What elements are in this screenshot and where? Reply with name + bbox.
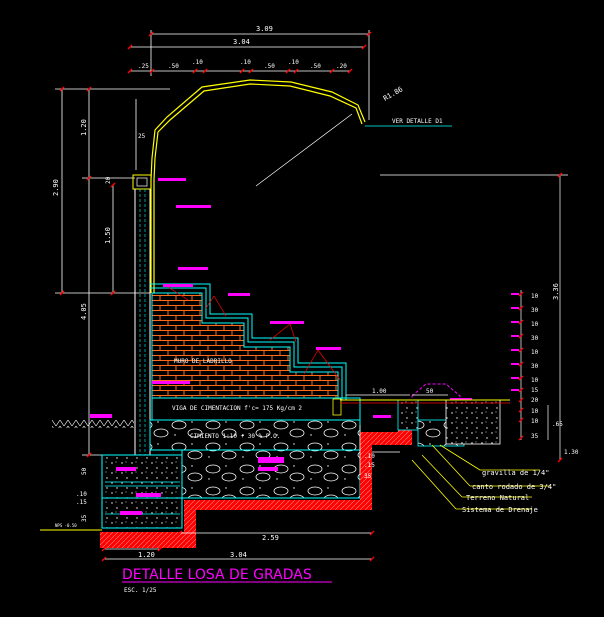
left-ground — [52, 420, 134, 428]
beam-label: VIGA DE CIMENTACION f'c= 175 Kg/cm 2 — [172, 405, 302, 412]
ladder-tags — [511, 293, 519, 391]
legend-leaders — [411, 444, 550, 510]
dim-065-text: .65 — [552, 421, 563, 428]
right-ladder-lines — [380, 174, 568, 460]
legend-gravel: gravilla de 1/4" — [482, 469, 549, 477]
seg-label-3: .10 — [240, 59, 251, 66]
dim-309-text: 3.09 — [256, 25, 273, 33]
left-dim-lines — [55, 88, 170, 456]
ladder-4: 10 — [531, 349, 539, 356]
ladder-6: 10 — [531, 377, 539, 384]
mid-dim-2: 35 — [364, 473, 372, 480]
seg-label-5: .10 — [288, 59, 299, 66]
left-level-text: NPS -0.50 — [55, 523, 77, 528]
bottom-dim-ticks — [101, 530, 375, 562]
dim-25-text: 25 — [138, 133, 146, 140]
footing-label: CIMIENTO 1:10 + 30 % P.O. — [190, 433, 280, 440]
dim-120-text: 1.20 — [80, 119, 88, 136]
ladder-3: 30 — [531, 335, 539, 342]
seg-label-2: .10 — [192, 59, 203, 66]
drain-pit — [445, 399, 501, 445]
ladder-10: 10 — [531, 418, 539, 425]
step-outline — [150, 287, 343, 400]
scale-label: ESC. 1/25 — [124, 587, 157, 594]
dim-20-text: 20 — [105, 176, 112, 184]
footing-cyclopean — [149, 419, 361, 451]
dim-35-left-text: 35 — [81, 514, 88, 522]
radius-line — [255, 113, 353, 187]
mid-dim-0: .10 — [364, 453, 375, 460]
foundation-pad — [101, 454, 183, 499]
arch-frame — [150, 79, 366, 181]
top-segment-labels: .25 .50 .10 .10 .50 .10 .50 .20 — [138, 59, 347, 70]
seg-label-6: .50 — [310, 63, 321, 70]
legend-drain: Sistema de Drenaje — [462, 506, 538, 514]
seg-label-4: .50 — [264, 63, 275, 70]
drain-gravel-block — [397, 399, 419, 431]
bottom-dim-lines — [104, 532, 372, 560]
top-dim-ticks — [127, 31, 372, 74]
dim-015-left-text: .15 — [76, 499, 87, 506]
dim-405-text: 4.05 — [80, 303, 88, 320]
ladder-5: 30 — [531, 363, 539, 370]
dim-304-bottom-text: 3.04 — [230, 551, 247, 559]
dim-50-right-text: 50 — [426, 388, 434, 395]
wall-label: MURO DE LADRILLO — [174, 358, 232, 365]
ladder-0: 10 — [531, 293, 539, 300]
ladder-2: 10 — [531, 321, 539, 328]
legend-ground: Terreno Natural — [466, 494, 529, 502]
dim-290-text: 2.90 — [52, 179, 60, 196]
seg-label-7: .20 — [336, 63, 347, 70]
ladder-1: 30 — [531, 307, 539, 314]
red-foundation-outline — [100, 430, 412, 548]
detail-ref-text: VER DETALLE D1 — [392, 118, 443, 125]
dim-150-text: 1.50 — [104, 227, 112, 244]
dim-100-right-text: 1.00 — [372, 388, 387, 395]
mid-dim-1: .15 — [364, 462, 375, 469]
dim-120-bottom-text: 1.20 — [138, 551, 155, 559]
beam-rebar — [332, 398, 342, 416]
column — [132, 174, 155, 455]
radius-label: R1.86 — [382, 85, 404, 102]
right-ladder-labels: 10 30 10 30 10 30 10 15 20 10 10 35 — [531, 293, 539, 440]
dim-130-text: 1.30 — [564, 449, 579, 456]
dim-304-text: 3.04 — [233, 38, 250, 46]
dim-50-left-text: 50 — [81, 467, 88, 475]
dim-010-left-text: .10 — [76, 491, 87, 498]
mid-dim-stack: .10 .15 35 — [364, 453, 375, 480]
seg-label-1: .50 — [168, 63, 179, 70]
drawing-title: DETALLE LOSA DE GRADAS — [122, 567, 312, 583]
top-dimensions — [130, 30, 370, 120]
dim-259-text: 2.59 — [262, 534, 279, 542]
legend-boulder: canto rodado de 3/4" — [472, 483, 556, 491]
seg-label-0: .25 — [138, 63, 149, 70]
ladder-7: 15 — [531, 387, 539, 394]
annotation-leaders — [167, 286, 341, 381]
right-ladder-ticks — [518, 172, 563, 463]
ladder-11: 35 — [531, 433, 539, 440]
rebar-lines — [105, 481, 180, 515]
dim-336-text: 3.36 — [552, 283, 560, 300]
ladder-8: 20 — [531, 397, 539, 404]
ladder-9: 10 — [531, 408, 539, 415]
right-dim-lines — [346, 394, 448, 475]
left-dim-ticks — [59, 86, 116, 458]
